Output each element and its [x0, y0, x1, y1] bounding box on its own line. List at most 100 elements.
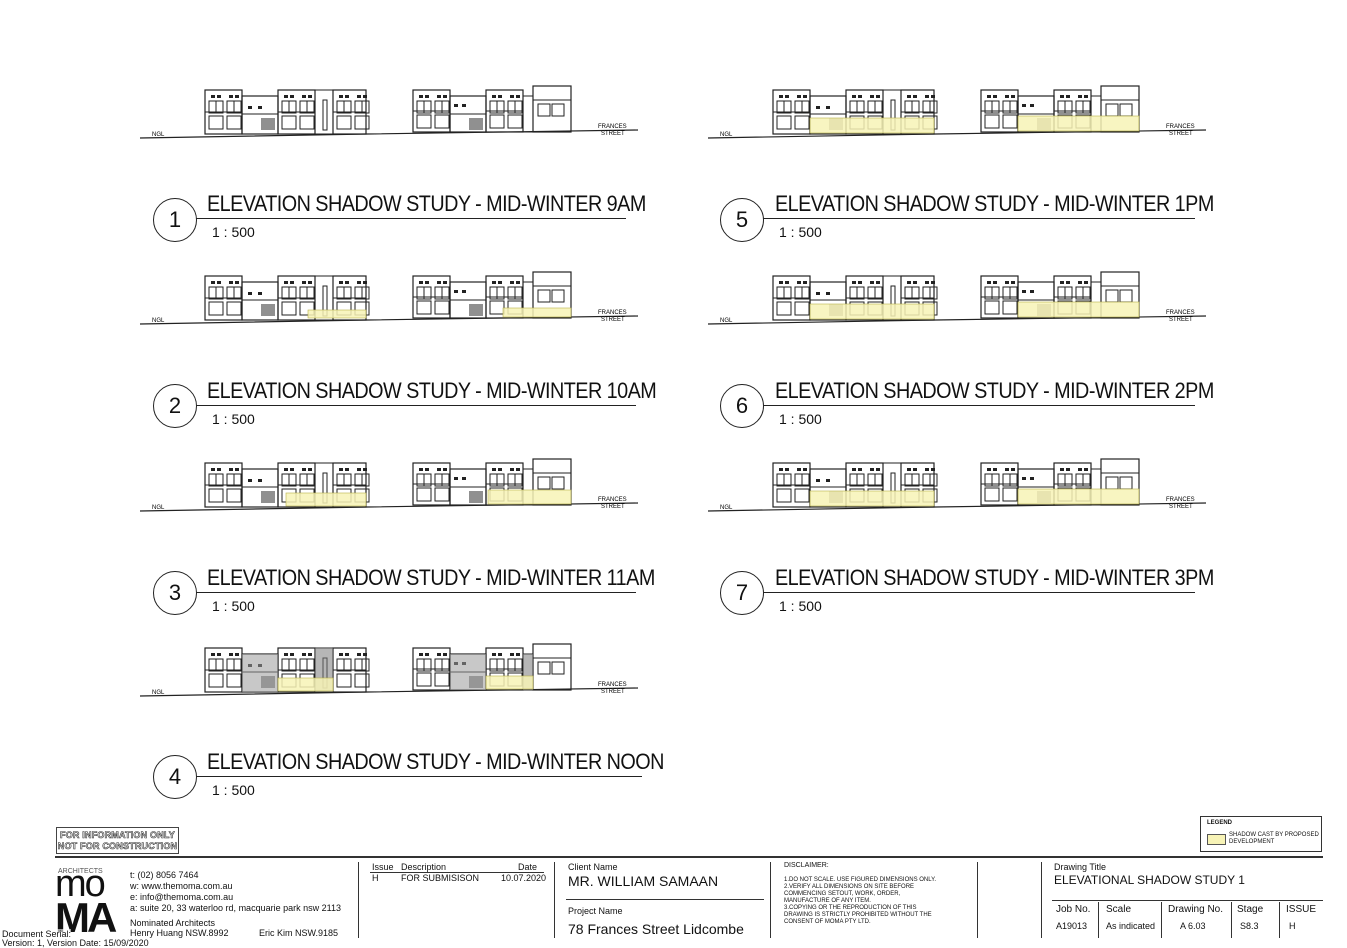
legend-item-line-1: SHADOW CAST BY PROPOSED: [1229, 832, 1319, 838]
view-scale-2: 1 : 500: [212, 411, 255, 427]
job-number: A19013: [1056, 921, 1088, 931]
disclaimer-line-4: MANUFACTURE OF ANY ITEM.: [784, 898, 871, 904]
project-label: Project Name: [568, 906, 623, 916]
issue-label: ISSUE: [1286, 904, 1317, 915]
legend-item-line-2: DEVELOPMENT: [1229, 839, 1275, 845]
view-title-1: ELEVATION SHADOW STUDY - MID-WINTER 9AM: [207, 191, 646, 216]
view-number-2: 2: [153, 384, 197, 428]
divider-scale: [1098, 902, 1099, 938]
svg-text:NGL: NGL: [152, 690, 165, 696]
svg-text:STREET: STREET: [1169, 504, 1193, 510]
view-title-5: ELEVATION SHADOW STUDY - MID-WINTER 1PM: [775, 191, 1214, 216]
disclaimer-line-5: 3.COPYING OR THE REPRODUCTION OF THIS: [784, 905, 917, 911]
scale-label: Scale: [1106, 904, 1132, 915]
title-underline-7: [763, 592, 1195, 593]
svg-text:NGL: NGL: [152, 318, 165, 324]
divider-drawing: [1041, 862, 1042, 938]
job-number-label: Job No.: [1056, 904, 1091, 915]
svg-text:FRANCES: FRANCES: [1166, 497, 1195, 503]
view-number-4: 4: [153, 755, 197, 799]
svg-text:FRANCES: FRANCES: [1166, 124, 1195, 130]
issue-header-description: Description: [401, 862, 447, 872]
scale-value: As indicated: [1106, 921, 1156, 931]
stamp-line-1: FOR INFORMATION ONLY: [60, 830, 175, 841]
view-number-5: 5: [720, 198, 764, 242]
svg-text:STREET: STREET: [601, 689, 625, 695]
legend-swatch: [1207, 834, 1226, 845]
drawing-title-label: Drawing Title: [1054, 862, 1107, 872]
project-name: 78 Frances Street Lidcombe: [568, 921, 744, 937]
nominated-architects-heading: Nominated Architects: [130, 918, 216, 928]
client-label: Client Name: [568, 862, 618, 872]
svg-text:STREET: STREET: [601, 131, 625, 137]
svg-text:FRANCES: FRANCES: [598, 124, 627, 130]
svg-text:NGL: NGL: [720, 132, 733, 138]
legend-heading: LEGEND: [1207, 820, 1233, 826]
issue-header-date: Date: [518, 862, 538, 872]
disclaimer-line-1: 1.DO NOT SCALE. USE FIGURED DIMENSIONS O…: [784, 877, 937, 883]
title-underline-2: [196, 405, 636, 406]
logo-architects-text: ARCHITECTS: [58, 868, 103, 875]
issue-row-description: FOR SUBMISISON: [401, 873, 480, 883]
svg-text:NGL: NGL: [152, 505, 165, 511]
information-only-stamp: FOR INFORMATION ONLY NOT FOR CONSTRUCTIO…: [56, 827, 179, 854]
divider-issue-col: [1279, 902, 1280, 938]
drawing-title: ELEVATIONAL SHADOW STUDY 1: [1054, 873, 1245, 887]
view-scale-5: 1 : 500: [779, 224, 822, 240]
view-title-4: ELEVATION SHADOW STUDY - MID-WINTER NOON: [207, 749, 664, 774]
svg-text:FRANCES: FRANCES: [598, 310, 627, 316]
svg-text:NGL: NGL: [720, 505, 733, 511]
view-title-6: ELEVATION SHADOW STUDY - MID-WINTER 2PM: [775, 378, 1214, 403]
document-serial: Document Serial:: [2, 929, 72, 939]
client-name: MR. WILLIAM SAMAAN: [568, 873, 719, 889]
disclaimer-line-7: CONSENT OF MOMA PTY LTD.: [784, 919, 871, 925]
title-underline-3: [196, 592, 636, 593]
moma-logo: mo MA: [55, 864, 125, 942]
svg-text:STREET: STREET: [1169, 317, 1193, 323]
contact-email: e: info@themoma.com.au: [130, 892, 234, 902]
disclaimer-heading: DISCLAIMER:: [784, 862, 829, 869]
title-block-top-border: [55, 856, 1323, 858]
divider-number: [1161, 902, 1162, 938]
divider-client: [554, 862, 555, 938]
svg-text:STREET: STREET: [601, 504, 625, 510]
view-title-2: ELEVATION SHADOW STUDY - MID-WINTER 10AM: [207, 378, 657, 403]
contact-web: w: www.themoma.com.au: [130, 881, 233, 891]
view-title-3: ELEVATION SHADOW STUDY - MID-WINTER 11AM: [207, 565, 655, 590]
view-scale-3: 1 : 500: [212, 598, 255, 614]
client-underline: [566, 899, 764, 900]
contact-phone: t: (02) 8056 7464: [130, 870, 199, 880]
disclaimer-line-6: DRAWING IS STRICTLY PROHIBITED WITHOUT T…: [784, 912, 932, 918]
title-underline-4: [196, 776, 642, 777]
svg-text:FRANCES: FRANCES: [1166, 310, 1195, 316]
logo-mo: mo: [55, 863, 106, 905]
title-underline-1: [196, 218, 626, 219]
view-number-7: 7: [720, 571, 764, 615]
issue-value: H: [1289, 921, 1296, 931]
contact-address: a: suite 20, 33 waterloo rd, macquarie p…: [130, 903, 341, 913]
disclaimer-line-3: COMMENCING SETOUT, WORK, ORDER,: [784, 891, 901, 897]
svg-text:STREET: STREET: [601, 317, 625, 323]
divider-disclaimer-right: [977, 862, 978, 938]
view-number-3: 3: [153, 571, 197, 615]
issue-row-issue: H: [372, 873, 379, 883]
svg-text:FRANCES: FRANCES: [598, 497, 627, 503]
svg-text:STREET: STREET: [1169, 131, 1193, 137]
stage-label: Stage: [1237, 904, 1264, 915]
divider-stage: [1231, 902, 1232, 938]
view-number-1: 1: [153, 198, 197, 242]
view-scale-4: 1 : 500: [212, 782, 255, 798]
svg-text:NGL: NGL: [720, 318, 733, 324]
